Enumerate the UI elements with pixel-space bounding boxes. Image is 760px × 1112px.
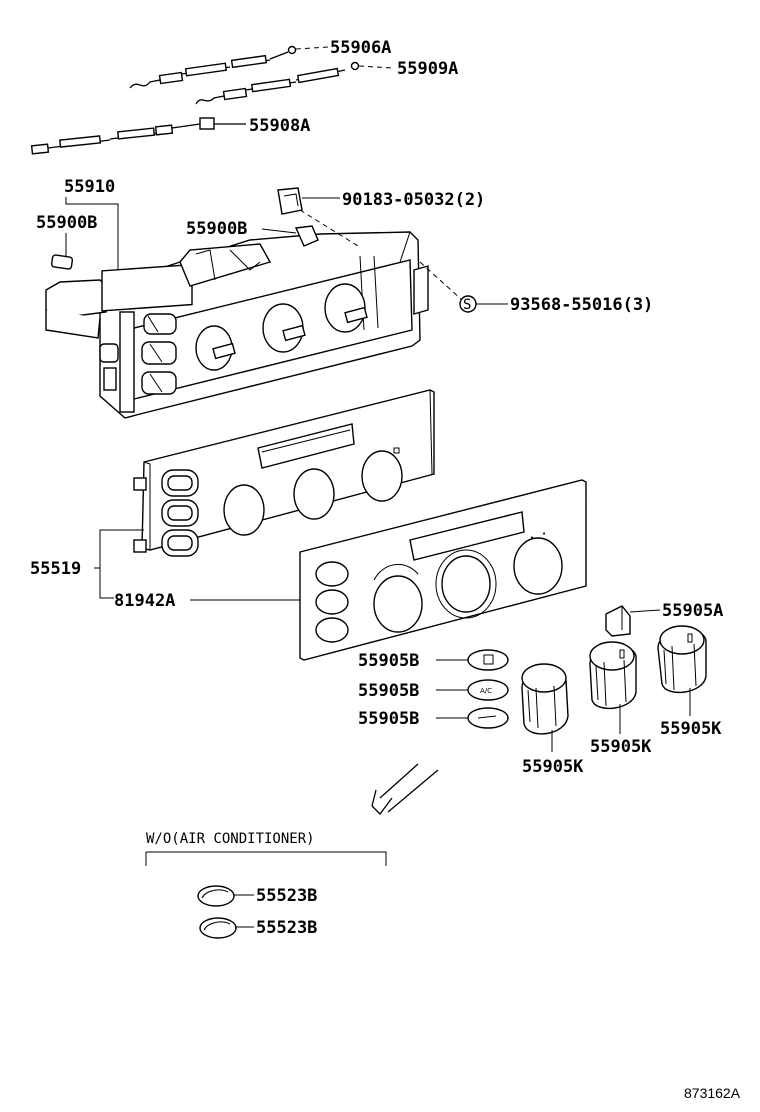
knob-55905k-middle[interactable] bbox=[589, 641, 637, 710]
label-55905b-1: 55905B bbox=[358, 651, 419, 671]
label-55910: 55910 bbox=[64, 177, 115, 197]
control-panel-55519[interactable]: ♦ ★ bbox=[133, 389, 435, 557]
diagram-id: 873162A bbox=[684, 1085, 741, 1101]
label-55523b-1: 55523B bbox=[256, 886, 317, 906]
label-90183: 90183-05032(2) bbox=[342, 190, 485, 210]
button-55905b-3[interactable] bbox=[467, 707, 509, 729]
screw-93568[interactable]: S bbox=[459, 295, 477, 313]
face-plate-81942a[interactable]: • • bbox=[299, 479, 587, 661]
clip-90183[interactable] bbox=[277, 187, 303, 215]
knob-cap-55905a[interactable] bbox=[605, 605, 631, 637]
control-cable-55909a[interactable] bbox=[195, 61, 394, 105]
leader-55519 bbox=[99, 529, 144, 599]
arrow-indicator bbox=[371, 763, 439, 815]
label-81942a: 81942A bbox=[114, 591, 175, 611]
label-55905k-left: 55905K bbox=[522, 757, 584, 777]
bulb-55900b-left[interactable] bbox=[50, 254, 74, 270]
label-55905b-2: 55905B bbox=[358, 681, 419, 701]
variant-bracket bbox=[145, 851, 387, 866]
label-93568: 93568-55016(3) bbox=[510, 295, 653, 315]
clip-dashline bbox=[299, 209, 359, 247]
heater-control-assembly[interactable] bbox=[45, 231, 429, 419]
bulb-55900b-center[interactable] bbox=[294, 225, 319, 247]
leader-55905a bbox=[629, 609, 661, 613]
knob-55905k-left[interactable] bbox=[521, 663, 569, 735]
label-55900b-center: 55900B bbox=[186, 219, 247, 239]
button-55905b-1[interactable] bbox=[467, 649, 509, 671]
plate-mark-1: • bbox=[530, 534, 534, 542]
blank-cover-55523b-1[interactable] bbox=[197, 885, 235, 907]
label-55900b-left: 55900B bbox=[36, 213, 97, 233]
label-55519: 55519 bbox=[30, 559, 81, 579]
screw-dashline bbox=[419, 261, 463, 301]
control-cable-55908a[interactable] bbox=[30, 117, 246, 155]
label-55909a: 55909A bbox=[397, 59, 458, 79]
label-55905a: 55905A bbox=[662, 601, 723, 621]
label-55905k-right: 55905K bbox=[660, 719, 722, 739]
svg-text:S: S bbox=[463, 297, 471, 313]
knob-55905k-right[interactable] bbox=[657, 625, 707, 694]
leader-55900b-center bbox=[261, 228, 297, 234]
label-55905b-3: 55905B bbox=[358, 709, 419, 729]
label-55908a: 55908A bbox=[249, 116, 310, 136]
label-55906a: 55906A bbox=[330, 38, 391, 58]
blank-cover-55523b-2[interactable] bbox=[199, 917, 237, 939]
label-55523b-2: 55523B bbox=[256, 918, 317, 938]
plate-mark-2: • bbox=[542, 530, 546, 538]
control-cable-55906a[interactable] bbox=[129, 45, 329, 89]
variant-note: W/O(AIR CONDITIONER) bbox=[146, 831, 315, 847]
leader-55910 bbox=[65, 197, 119, 280]
button-55905b-2[interactable]: A/C bbox=[467, 679, 509, 701]
label-55905k-middle: 55905K bbox=[590, 737, 652, 757]
svg-text:A/C: A/C bbox=[480, 687, 492, 695]
